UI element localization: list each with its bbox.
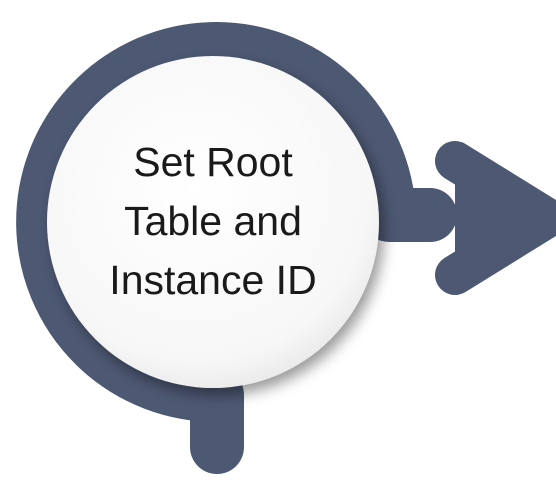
ring-band [16,22,457,474]
step-label: Set Root Table and Instance ID [109,138,317,303]
arrow-head-fill [455,161,547,275]
step-label-box: Set Root Table and Instance ID [63,96,363,346]
center-disc [47,56,379,388]
cycle-arrow-icon [16,22,556,474]
